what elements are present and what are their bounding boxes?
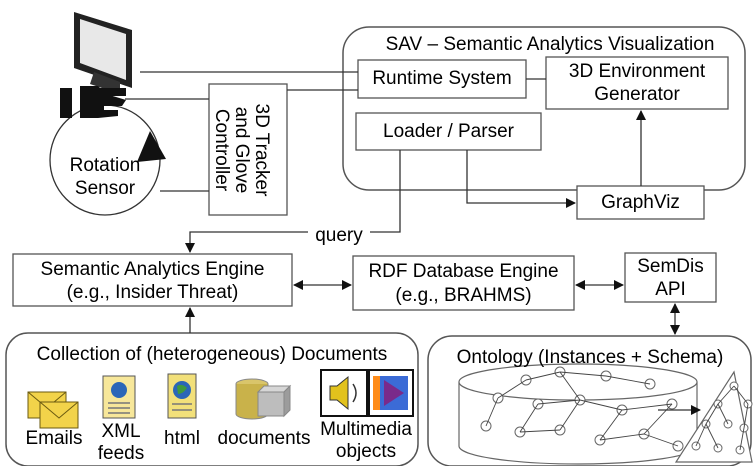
loader-to-graphviz-arrow <box>466 150 576 208</box>
sae-label-line2: (e.g., Insider Threat) <box>66 282 239 303</box>
runtime-system-box <box>357 59 527 99</box>
multimedia-label-line2: objects <box>335 441 397 462</box>
emails-label: Emails <box>25 428 83 449</box>
connectors <box>125 71 680 335</box>
graphviz-label: GraphViz <box>601 192 680 213</box>
query-label: query <box>308 225 370 246</box>
xml-label-line1: XML <box>101 421 141 442</box>
loader-parser-label: Loader / Parser <box>383 121 514 142</box>
tracker-label: 3D Tracker and Glove Controller <box>211 85 272 215</box>
xml-label-line2: feeds <box>97 443 145 464</box>
xml-feed-icon <box>102 375 136 419</box>
multimedia-label-line1: Multimedia <box>320 419 412 440</box>
semdis-label-line2: API <box>655 279 686 300</box>
glove-icon <box>60 86 126 118</box>
rotation-label-line2: Sensor <box>74 178 136 199</box>
loader-parser-box <box>355 112 542 151</box>
sae-label-line1: Semantic Analytics Engine <box>40 259 265 280</box>
collection-container <box>5 332 419 466</box>
collection-title: Collection of (heterogeneous) Documents <box>36 344 388 365</box>
rdf-label-line1: RDF Database Engine <box>368 261 559 282</box>
tracker-label-line2: and Glove <box>231 106 252 194</box>
env-generator-box <box>545 56 729 110</box>
ontology-title: Ontology (Instances + Schema) <box>456 347 724 368</box>
rotation-label-line1: Rotation <box>69 155 141 176</box>
documents-label: documents <box>217 428 311 449</box>
email-icon <box>27 391 79 429</box>
multimedia-icon <box>320 369 414 417</box>
sav-title: SAV – Semantic Analytics Visualization <box>385 34 715 55</box>
documents-icon <box>235 378 292 420</box>
runtime-system-label: Runtime System <box>372 68 512 89</box>
rdf-label-line2: (e.g., BRAHMS) <box>395 285 532 306</box>
graphviz-box <box>576 185 705 220</box>
sae-box <box>12 253 293 307</box>
env-generator-label-line2: Generator <box>594 84 680 105</box>
tracker-label-line1: 3D Tracker <box>251 103 272 197</box>
tracker-label-line3: Controller <box>211 108 232 192</box>
semdis-label-line1: SemDis <box>637 256 704 277</box>
html-label: html <box>164 428 200 449</box>
tracker-box <box>208 83 288 216</box>
semdis-box <box>624 252 717 303</box>
schema-triangle-icon <box>674 370 753 463</box>
query-arrow <box>185 150 401 253</box>
rdf-box <box>352 255 575 311</box>
html-icon <box>167 373 197 419</box>
ontology-graphic <box>458 363 753 465</box>
rotation-sensor-arrowhead <box>137 131 166 162</box>
env-generator-label-line1: 3D Environment <box>568 61 706 82</box>
